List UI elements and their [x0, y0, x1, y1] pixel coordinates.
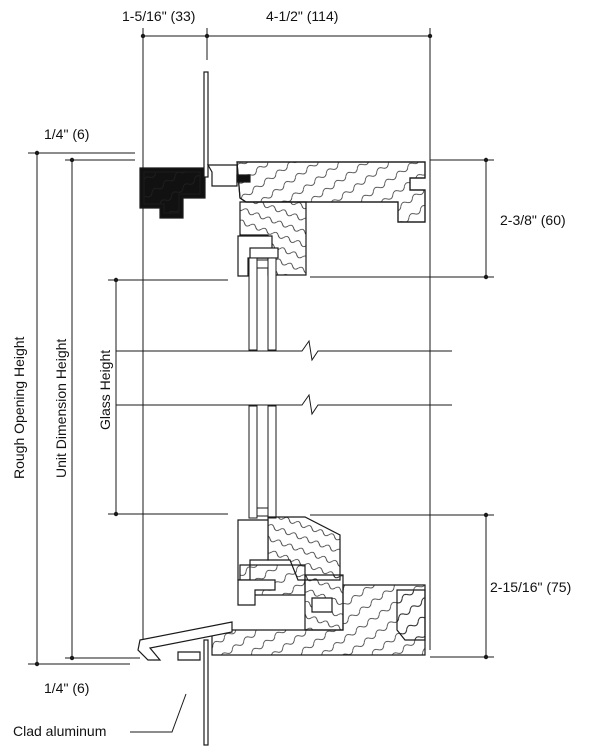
callout-leader	[130, 693, 187, 733]
head-height-label: 2-3/8" (60)	[500, 212, 566, 228]
right-dimension-ticks	[483, 157, 489, 660]
top-total-width-label: 4-1/2" (114)	[266, 8, 339, 24]
rough-opening-height-label: Rough Opening Height	[11, 336, 27, 479]
top-dimension-ticks	[140, 33, 433, 39]
clad-aluminum-label: Clad aluminum	[13, 723, 107, 739]
unit-dimension-height-label: Unit Dimension Height	[53, 338, 69, 478]
sill-assembly	[137, 516, 426, 746]
head-assembly	[139, 71, 426, 277]
left-dimension-lines	[28, 152, 228, 665]
glass-height-label: Glass Height	[97, 349, 113, 430]
break-lines	[116, 339, 452, 416]
right-dimension-lines	[310, 159, 494, 658]
glass-unit	[248, 257, 277, 519]
left-dimension-ticks	[34, 150, 119, 667]
top-left-width-label: 1-5/16" (33)	[122, 8, 196, 24]
sill-height-label: 2-15/16" (75)	[490, 579, 572, 595]
bottom-gap-label: 1/4" (6)	[44, 680, 90, 696]
top-gap-label: 1/4" (6)	[44, 126, 90, 142]
top-dimension-lines	[142, 28, 431, 160]
